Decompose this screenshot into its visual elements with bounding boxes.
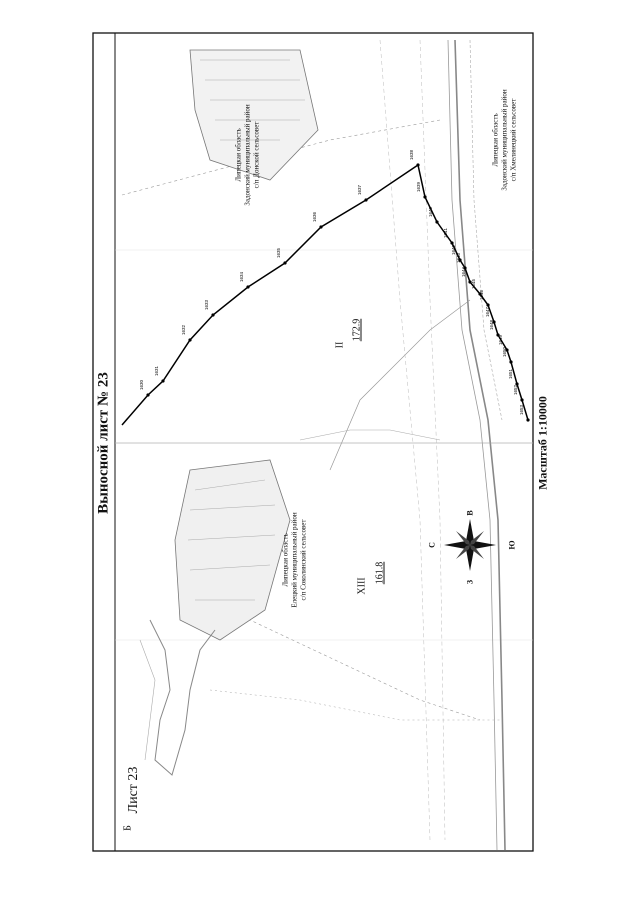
boundary-line: 1630 1631 1632 1633 1634 1635 1636 1637 1638 1639… [121,149,530,426]
boundary-point-marker [416,163,420,167]
boundary-point-marker [496,333,500,337]
boundary-point-label: 1653 [519,404,524,415]
letter-b-label: Б [122,825,134,831]
boundary-point-marker [161,379,165,383]
compass-east-label: В [465,510,475,516]
boundary-point-label: 1647 [485,306,490,317]
boundary-point-marker [458,258,462,262]
boundary-point-label: 1632 [181,324,186,335]
boundary-point-label: 1630 [139,379,144,390]
boundary-point-label: 1637 [357,184,362,195]
boundary-point-marker [509,360,513,364]
compass-west-label: З [465,579,475,585]
region-label-donskoy: Липецкая область Задонский муниципальный… [234,104,261,206]
boundary-point-marker [283,261,287,265]
boundary-point-label: 1636 [312,211,317,222]
boundary-point-marker [146,393,150,397]
boundary-point-marker [246,285,250,289]
boundary-point-marker [450,241,454,245]
compass-south-label: Ю [507,540,517,550]
boundary-point-label: 1635 [276,247,281,258]
boundary-point-marker [492,320,496,324]
boundary-point-marker [463,266,467,270]
boundary-point-label: 1641 [443,227,448,238]
boundary-point-marker [435,220,439,224]
boundary-point-marker [486,303,490,307]
boundary-point-marker [520,398,524,402]
boundary-point-marker [515,382,519,386]
boundary-point-label: 1650 [502,346,507,357]
boundary-point-marker [211,313,215,317]
boundary-point-label: 1631 [154,365,159,376]
sheet-title: Выносной лист № 23 [95,372,112,514]
quarter-label-top: II [334,341,346,349]
area-label-mid: 161.8 [374,561,386,585]
quarter-label-mid: XIII [356,577,368,595]
boundary-point-label: 1651 [508,368,513,379]
boundary-point-marker [188,338,192,342]
boundary-point-label: 1634 [239,271,244,282]
boundary-point-label: 1649 [498,334,503,345]
region-label-sokolinsky: Липецкая область Елецкий муниципальный р… [281,512,308,608]
boundary-point-label: 1652 [513,384,518,395]
boundary-point-label: 1638 [409,149,414,160]
compass-rose-icon [444,519,496,571]
boundary-point-marker [364,198,368,202]
boundary-point-label: 1640 [428,206,433,217]
boundary-point-marker [526,418,530,422]
compass-north-label: С [427,542,437,548]
map-background [115,39,533,851]
boundary-point-label: 1645 [471,278,476,289]
boundary-point-label: 1644 [461,266,466,277]
boundary-point-label: 1633 [204,299,209,310]
boundary-point-label: 1648 [489,319,494,330]
boundary-point-marker [478,292,482,296]
boundary-point-marker [319,225,323,229]
boundary-point-marker [505,348,509,352]
scale-label: Масштаб 1:10000 [535,396,550,490]
boundary-point-label: 1639 [416,181,421,192]
boundary-point-label: 1643 [456,252,461,263]
region-label-khmelinets: Липецкая область Задонский муниципальный… [491,89,518,191]
boundary-point-marker [468,280,472,284]
boundary-point-marker [423,195,427,199]
sheet-frame [92,32,534,852]
area-label-top: 172.9 [351,318,363,342]
sheet-number-label: Лист 23 [126,766,141,814]
boundary-point-label: 1646 [479,289,484,300]
boundary-point-label: 1642 [451,244,456,255]
